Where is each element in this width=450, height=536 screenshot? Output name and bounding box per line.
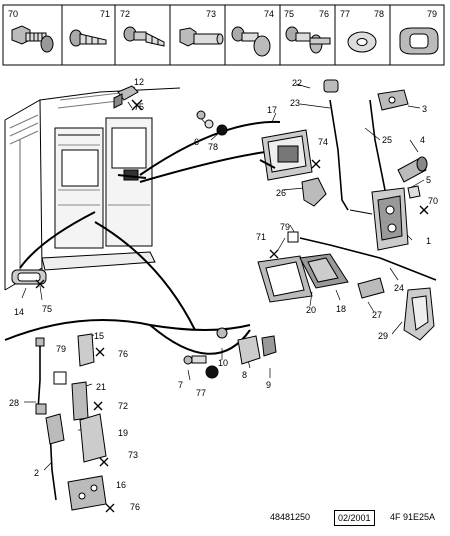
label-3: 3	[422, 104, 427, 114]
label-7: 7	[178, 380, 183, 390]
footer-code: 4F 91E25A	[390, 512, 436, 522]
screw-70-mid	[419, 205, 429, 215]
label-2: 2	[34, 468, 39, 478]
screw-71-mid	[269, 249, 279, 259]
vehicle-body	[4, 87, 181, 291]
grommet-79-mid	[287, 231, 299, 243]
grommet-79-icon	[399, 27, 439, 55]
hdr-75: 75	[284, 9, 294, 19]
label-78: 78	[208, 142, 218, 152]
label-79-mid: 79	[280, 222, 290, 232]
label-16: 16	[116, 480, 126, 490]
label-77: 77	[196, 388, 206, 398]
label-25: 25	[382, 135, 392, 145]
label-19: 19	[118, 428, 128, 438]
parts-7-77	[183, 355, 219, 379]
label-14: 14	[14, 307, 24, 317]
lock-1	[349, 187, 409, 251]
hdr-73: 73	[206, 9, 216, 19]
label-5: 5	[426, 175, 431, 185]
hardware-lower-left	[35, 333, 107, 511]
label-18: 18	[336, 304, 346, 314]
hdr-78: 78	[374, 9, 384, 19]
label-75-low: 75	[42, 304, 52, 314]
footer-date: 02/2001	[334, 510, 375, 526]
parts-10-8-9	[216, 327, 277, 365]
screw-75-top	[131, 99, 143, 111]
label-22: 22	[292, 78, 302, 88]
parts-6-78	[196, 110, 228, 136]
cylinder-4	[397, 156, 428, 183]
label-12: 12	[134, 77, 144, 87]
hdr-72: 72	[120, 9, 130, 19]
footer-ref: 48481250	[270, 512, 311, 522]
label-74: 74	[318, 137, 328, 147]
label-9: 9	[266, 380, 271, 390]
screw-71-icon	[69, 29, 107, 47]
hdr-70: 70	[8, 9, 18, 19]
hdr-76: 76	[319, 9, 329, 19]
label-15: 15	[94, 331, 104, 341]
part-22	[323, 79, 339, 93]
callout-labels: 12 75 6 78 22 23 17 74 26 79 71 20 18 3 …	[9, 77, 438, 512]
bolt-74-icon	[231, 26, 271, 57]
handle-17	[259, 129, 313, 181]
label-70: 70	[428, 196, 438, 206]
hdr-79: 79	[427, 9, 437, 19]
label-28: 28	[9, 398, 19, 408]
label-6: 6	[194, 137, 199, 147]
bolt-70-icon	[11, 25, 54, 53]
label-1: 1	[426, 236, 431, 246]
label-4: 4	[420, 135, 425, 145]
label-76-b: 76	[130, 502, 140, 512]
label-8: 8	[242, 370, 247, 380]
label-72: 72	[118, 401, 128, 411]
label-21: 21	[96, 382, 106, 392]
label-75-top: 75	[134, 102, 144, 112]
label-10: 10	[218, 358, 228, 368]
washer-78-icon	[347, 31, 377, 53]
label-29: 29	[378, 331, 388, 341]
bolt-75-76-icon	[285, 26, 331, 54]
part-3	[377, 89, 409, 111]
handle-18	[299, 253, 349, 289]
label-24: 24	[394, 283, 404, 293]
label-73: 73	[128, 450, 138, 460]
header-strip	[2, 4, 445, 66]
bezel-20	[257, 255, 313, 303]
label-20: 20	[306, 305, 316, 315]
rod-28	[37, 340, 41, 411]
label-27: 27	[372, 310, 382, 320]
label-26: 26	[276, 188, 286, 198]
hdr-74: 74	[264, 9, 274, 19]
rods	[299, 99, 437, 281]
clip-26	[301, 177, 327, 207]
label-71: 71	[256, 232, 266, 242]
screw-75-low	[35, 279, 45, 289]
hdr-71: 71	[100, 9, 110, 19]
clip-5	[407, 185, 421, 199]
cover-29	[403, 287, 435, 341]
screw-72-icon	[123, 26, 165, 47]
hdr-77: 77	[340, 9, 350, 19]
header-part-numbers: 70 71 72 73 74 75 76 77 78 79	[8, 9, 437, 19]
bolt-73-icon	[179, 27, 224, 47]
label-17: 17	[267, 105, 277, 115]
screw-74-mid	[311, 159, 321, 169]
label-76-a: 76	[118, 349, 128, 359]
handle-14	[11, 269, 47, 285]
part-27	[357, 277, 385, 299]
label-79-low: 79	[56, 344, 66, 354]
bracket-12	[113, 85, 139, 109]
x-markers-lower-left	[93, 347, 115, 513]
label-23: 23	[290, 98, 300, 108]
